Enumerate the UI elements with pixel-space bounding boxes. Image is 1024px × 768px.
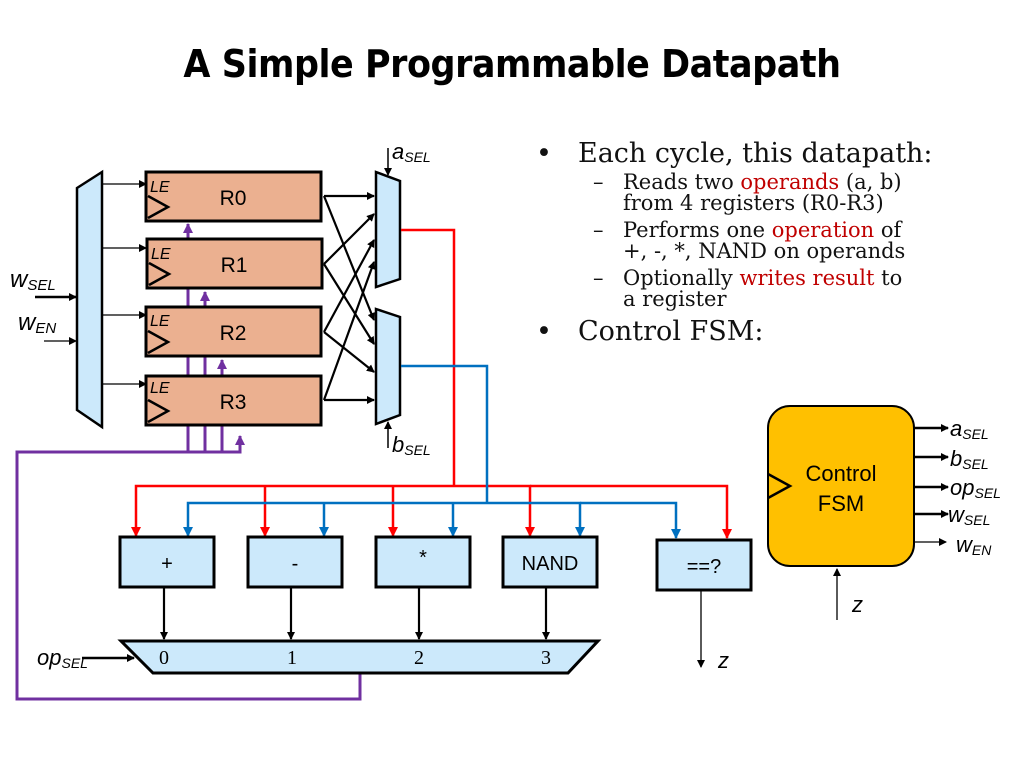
fsm-output-label: opSEL xyxy=(950,475,1001,501)
comparator: ==? xyxy=(655,538,753,592)
fsm-output-label: wSEL xyxy=(948,502,990,528)
svg-text:NAND: NAND xyxy=(522,553,579,575)
load-enable-label: LE xyxy=(151,246,171,263)
register-r3: LE R3 xyxy=(144,374,323,427)
svg-text:0: 0 xyxy=(159,647,169,669)
register-r0: LE R0 xyxy=(144,170,323,223)
bullet-list: • Each cycle, this datapath: – Reads two… xyxy=(530,138,1000,350)
alu-nand: NAND xyxy=(501,535,599,589)
alu-multiply: * xyxy=(374,535,472,589)
w-en-label: wEN xyxy=(18,309,56,337)
write-decoder-shape xyxy=(75,169,104,430)
writeback-bus xyxy=(15,223,362,701)
a-sel-label: aSEL xyxy=(392,139,431,165)
slide-title: A Simple Programmable Datapath xyxy=(183,42,841,86)
alu-add: + xyxy=(118,535,216,589)
register-file: LE R0 LE R1 LE R2 LE R3 xyxy=(144,170,324,427)
register-name: R0 xyxy=(220,187,247,210)
svg-text:1: 1 xyxy=(287,647,297,669)
b-sel-label: bSEL xyxy=(392,432,431,458)
svg-text:==?: ==? xyxy=(687,556,721,578)
register-name: R1 xyxy=(221,254,248,277)
fsm-output-label: aSEL xyxy=(950,416,989,442)
load-enable-label: LE xyxy=(150,313,170,330)
highlight-operands: operands xyxy=(740,170,840,194)
svg-text:-: - xyxy=(292,553,299,575)
fsm-label-line1: Control xyxy=(806,461,877,486)
clock-icon xyxy=(767,472,793,500)
operand-b-bus xyxy=(183,364,681,539)
sub-bullet-dash: – xyxy=(593,170,604,194)
sub-bullet-dash: – xyxy=(593,218,604,242)
alu-units: + - * NAND ==? xyxy=(118,535,753,592)
register-name: R2 xyxy=(220,322,247,345)
sub-bullet-item: – Reads two operands (a, b)from 4 regist… xyxy=(530,172,1000,214)
load-enable-label: LE xyxy=(150,179,170,196)
operand-a-bus xyxy=(131,228,732,539)
sub-bullet-item: – Performs one operation of+, -, *, NAND… xyxy=(530,220,1000,262)
write-decoder: wSEL wEN xyxy=(10,169,147,430)
bullet-dot: • xyxy=(536,138,552,169)
register-read-wires xyxy=(322,192,376,404)
svg-text:*: * xyxy=(419,547,427,569)
clock-icon xyxy=(147,398,171,424)
fsm-output-label: bSEL xyxy=(950,446,989,472)
z-input-label: z xyxy=(851,592,863,617)
bullet-text: Control FSM: xyxy=(578,316,764,347)
highlight-operation: operation xyxy=(771,218,875,242)
bullet-item: • Each cycle, this datapath: xyxy=(530,138,1000,170)
op-sel-label: opSEL xyxy=(37,645,88,671)
result-mux: 0 1 2 3 opSEL xyxy=(37,639,602,675)
bullet-text: Each cycle, this datapath: xyxy=(578,138,933,169)
sub-bullet-text: Reads two operands (a, b)from 4 register… xyxy=(623,170,902,215)
operand-a-mux: aSEL xyxy=(374,139,431,289)
svg-text:+: + xyxy=(161,553,173,575)
register-r2: LE R2 xyxy=(144,305,323,358)
register-r1: LE R1 xyxy=(145,237,324,290)
alu-output-wires xyxy=(160,588,550,640)
highlight-writes-result: writes result xyxy=(739,266,875,290)
load-enable-label: LE xyxy=(150,380,170,397)
svg-text:2: 2 xyxy=(414,647,424,669)
sub-bullet-dash: – xyxy=(593,266,604,290)
operand-b-mux: bSEL xyxy=(374,307,431,458)
writeback-wire-r3 xyxy=(15,435,362,701)
z-output-label: z xyxy=(717,648,729,673)
clock-icon xyxy=(148,261,172,287)
control-fsm: Control FSM z aSEL bSEL opSEL wSEL wEN xyxy=(767,405,1001,620)
fsm-label-line2: FSM xyxy=(818,491,864,516)
fsm-output-label: wEN xyxy=(956,532,992,558)
svg-text:3: 3 xyxy=(541,647,551,669)
w-sel-label: wSEL xyxy=(10,266,56,294)
clock-icon xyxy=(147,194,171,220)
bullet-dot: • xyxy=(536,316,552,347)
alu-subtract: - xyxy=(246,535,344,589)
register-name: R3 xyxy=(220,391,247,414)
bullet-item: • Control FSM: xyxy=(530,316,1000,348)
sub-bullet-text: Performs one operation of+, -, *, NAND o… xyxy=(623,218,906,263)
clock-icon xyxy=(147,329,171,355)
